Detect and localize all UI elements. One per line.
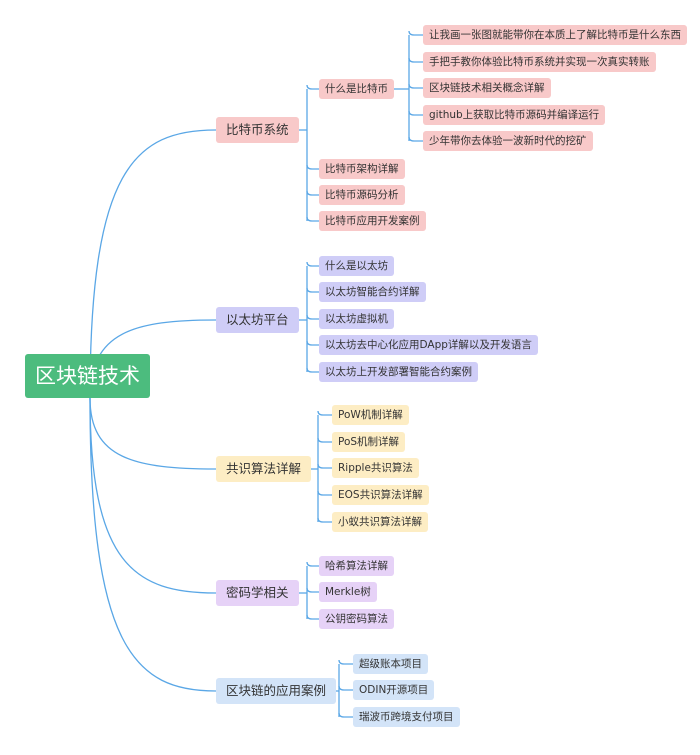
node-github-source[interactable]: github上获取比特币源码并编译运行 <box>423 105 606 125</box>
connector-node-what-is-bitcoin-node-github-source <box>408 110 423 116</box>
branch-applications[interactable]: 区块链的应用案例 <box>216 678 337 704</box>
connector-root-branch-applications <box>89 397 217 692</box>
node-antshares[interactable]: 小蚁共识算法详解 <box>332 512 428 532</box>
connector-branch-applications-node-ripple-payments <box>338 712 353 718</box>
connector-node-what-is-bitcoin-node-blockchain-concepts <box>408 83 423 89</box>
node-what-is-ethereum[interactable]: 什么是以太坊 <box>319 256 394 276</box>
connector-branch-cryptography-node-public-key <box>306 614 319 620</box>
connector-branch-ethereum-node-deploy-contracts <box>306 367 319 373</box>
connector-node-what-is-bitcoin-node-bitcoin-transfer <box>408 57 423 63</box>
connector-branch-cryptography-node-merkle <box>306 587 319 593</box>
connector-branch-bitcoin-node-bitcoin-source-analysis <box>306 190 319 196</box>
node-what-is-bitcoin[interactable]: 什么是比特币 <box>319 79 394 99</box>
connector-root-branch-consensus <box>89 397 217 470</box>
connector-node-what-is-bitcoin-node-mining <box>408 136 423 142</box>
connector-branch-ethereum-node-dapp <box>306 340 319 346</box>
connector-branch-ethereum-node-evm <box>306 314 319 320</box>
connector-branch-cryptography-node-hash <box>306 561 319 567</box>
branch-ethereum[interactable]: 以太坊平台 <box>216 307 299 333</box>
node-hyperledger[interactable]: 超级账本项目 <box>353 654 428 674</box>
connector-branch-bitcoin-node-bitcoin-dev-cases <box>306 216 319 222</box>
connector-branch-applications-node-hyperledger <box>338 659 353 665</box>
branch-cryptography[interactable]: 密码学相关 <box>216 580 299 606</box>
node-smart-contracts[interactable]: 以太坊智能合约详解 <box>319 282 426 302</box>
connector-node-what-is-bitcoin-node-bitcoin-picture <box>408 30 423 36</box>
node-bitcoin-dev-cases[interactable]: 比特币应用开发案例 <box>319 211 426 231</box>
root-node[interactable]: 区块链技术 <box>25 354 150 398</box>
node-bitcoin-architecture[interactable]: 比特币架构详解 <box>319 159 405 179</box>
connector-branch-ethereum-node-what-is-ethereum <box>306 261 319 267</box>
connector-branch-ethereum-node-smart-contracts <box>306 287 319 293</box>
node-public-key[interactable]: 公钥密码算法 <box>319 609 394 629</box>
connector-branch-consensus-node-pow <box>317 410 332 416</box>
node-bitcoin-source-analysis[interactable]: 比特币源码分析 <box>319 185 405 205</box>
connector-branch-consensus-node-ripple <box>317 463 332 469</box>
node-deploy-contracts[interactable]: 以太坊上开发部署智能合约案例 <box>319 362 478 382</box>
branch-consensus[interactable]: 共识算法详解 <box>216 456 312 482</box>
node-pow[interactable]: PoW机制详解 <box>332 405 409 425</box>
connector-branch-consensus-node-pos <box>317 437 332 443</box>
connector-branch-bitcoin-node-what-is-bitcoin <box>306 84 319 90</box>
connector-root-branch-bitcoin <box>89 129 217 399</box>
node-merkle[interactable]: Merkle树 <box>319 582 377 602</box>
node-odin[interactable]: ODIN开源项目 <box>353 680 435 700</box>
connector-branch-bitcoin-node-bitcoin-architecture <box>306 164 319 170</box>
node-bitcoin-transfer[interactable]: 手把手教你体验比特币系统并实现一次真实转账 <box>423 52 656 72</box>
node-ripple[interactable]: Ripple共识算法 <box>332 458 419 478</box>
node-evm[interactable]: 以太坊虚拟机 <box>319 309 394 329</box>
node-blockchain-concepts[interactable]: 区块链技术相关概念详解 <box>423 78 551 98</box>
node-bitcoin-picture[interactable]: 让我画一张图就能带你在本质上了解比特币是什么东西 <box>423 25 687 45</box>
node-eos[interactable]: EOS共识算法详解 <box>332 485 429 505</box>
node-pos[interactable]: PoS机制详解 <box>332 432 406 452</box>
branch-bitcoin[interactable]: 比特币系统 <box>216 117 299 143</box>
connector-branch-consensus-node-antshares <box>317 517 332 523</box>
node-ripple-payments[interactable]: 瑞波币跨境支付项目 <box>353 707 460 727</box>
connector-branch-applications-node-odin <box>338 685 353 691</box>
node-mining[interactable]: 少年带你去体验一波新时代的挖矿 <box>423 131 593 151</box>
connector-branch-consensus-node-eos <box>317 490 332 496</box>
node-hash[interactable]: 哈希算法详解 <box>319 556 394 576</box>
node-dapp[interactable]: 以太坊去中心化应用DApp详解以及开发语言 <box>319 335 538 355</box>
connector-root-branch-cryptography <box>89 397 217 594</box>
